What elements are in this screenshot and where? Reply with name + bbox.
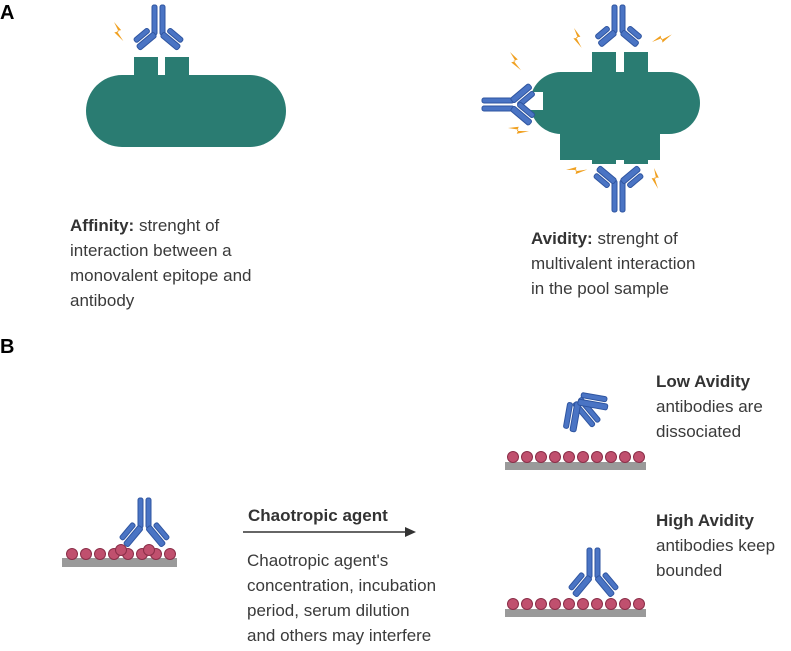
high-avidity-illustration bbox=[505, 547, 646, 617]
initial-antibody-on-surface bbox=[62, 497, 177, 567]
avidity-antibody-left bbox=[481, 83, 535, 126]
affinity-spark bbox=[109, 22, 128, 42]
avidity-antibody-bottom bbox=[593, 165, 644, 213]
affinity-text: strenght of bbox=[134, 216, 220, 235]
note-line: and others may interfere bbox=[247, 626, 432, 645]
avidity-title: Avidity: bbox=[531, 229, 593, 248]
low-avidity-title: Low Avidity bbox=[656, 372, 751, 391]
affinity-antibody bbox=[133, 4, 184, 51]
chaotropic-arrow bbox=[243, 527, 416, 537]
note-line: period, serum dilution bbox=[247, 601, 410, 620]
high-avidity-line: bounded bbox=[656, 561, 723, 580]
avidity-antibody-top bbox=[595, 4, 642, 47]
avidity-text: strenght of bbox=[592, 229, 678, 248]
panel-label-b: B bbox=[0, 336, 15, 358]
avidity-antigen bbox=[525, 52, 700, 164]
low-avidity-illustration bbox=[505, 392, 646, 470]
chaotropic-note: Chaotropic agent's concentration, incuba… bbox=[247, 548, 487, 648]
avidity-line: in the pool sample bbox=[531, 279, 669, 298]
chaotropic-arrow-label: Chaotropic agent bbox=[248, 506, 388, 525]
note-line: concentration, incubation bbox=[247, 576, 437, 595]
high-avidity-caption: High Avidity antibodies keep bounded bbox=[656, 508, 786, 583]
avidity-line: multivalent interaction bbox=[531, 254, 696, 273]
affinity-line: antibody bbox=[70, 291, 135, 310]
affinity-caption: Affinity: strenght of interaction betwee… bbox=[70, 213, 300, 313]
affinity-title: Affinity: bbox=[70, 216, 135, 235]
high-avidity-title: High Avidity bbox=[656, 511, 754, 530]
note-line: Chaotropic agent's bbox=[247, 551, 389, 570]
low-avidity-line: antibodies are bbox=[656, 397, 763, 416]
affinity-line: monovalent epitope and bbox=[70, 266, 252, 285]
low-avidity-line: dissociated bbox=[656, 422, 742, 441]
low-avidity-caption: Low Avidity antibodies are dissociated bbox=[656, 369, 786, 444]
panel-label-a: A bbox=[0, 2, 15, 24]
avidity-caption: Avidity: strenght of multivalent interac… bbox=[531, 226, 761, 301]
high-avidity-line: antibodies keep bbox=[656, 536, 776, 555]
affinity-line: interaction between a bbox=[70, 241, 232, 260]
affinity-antigen bbox=[86, 57, 286, 147]
